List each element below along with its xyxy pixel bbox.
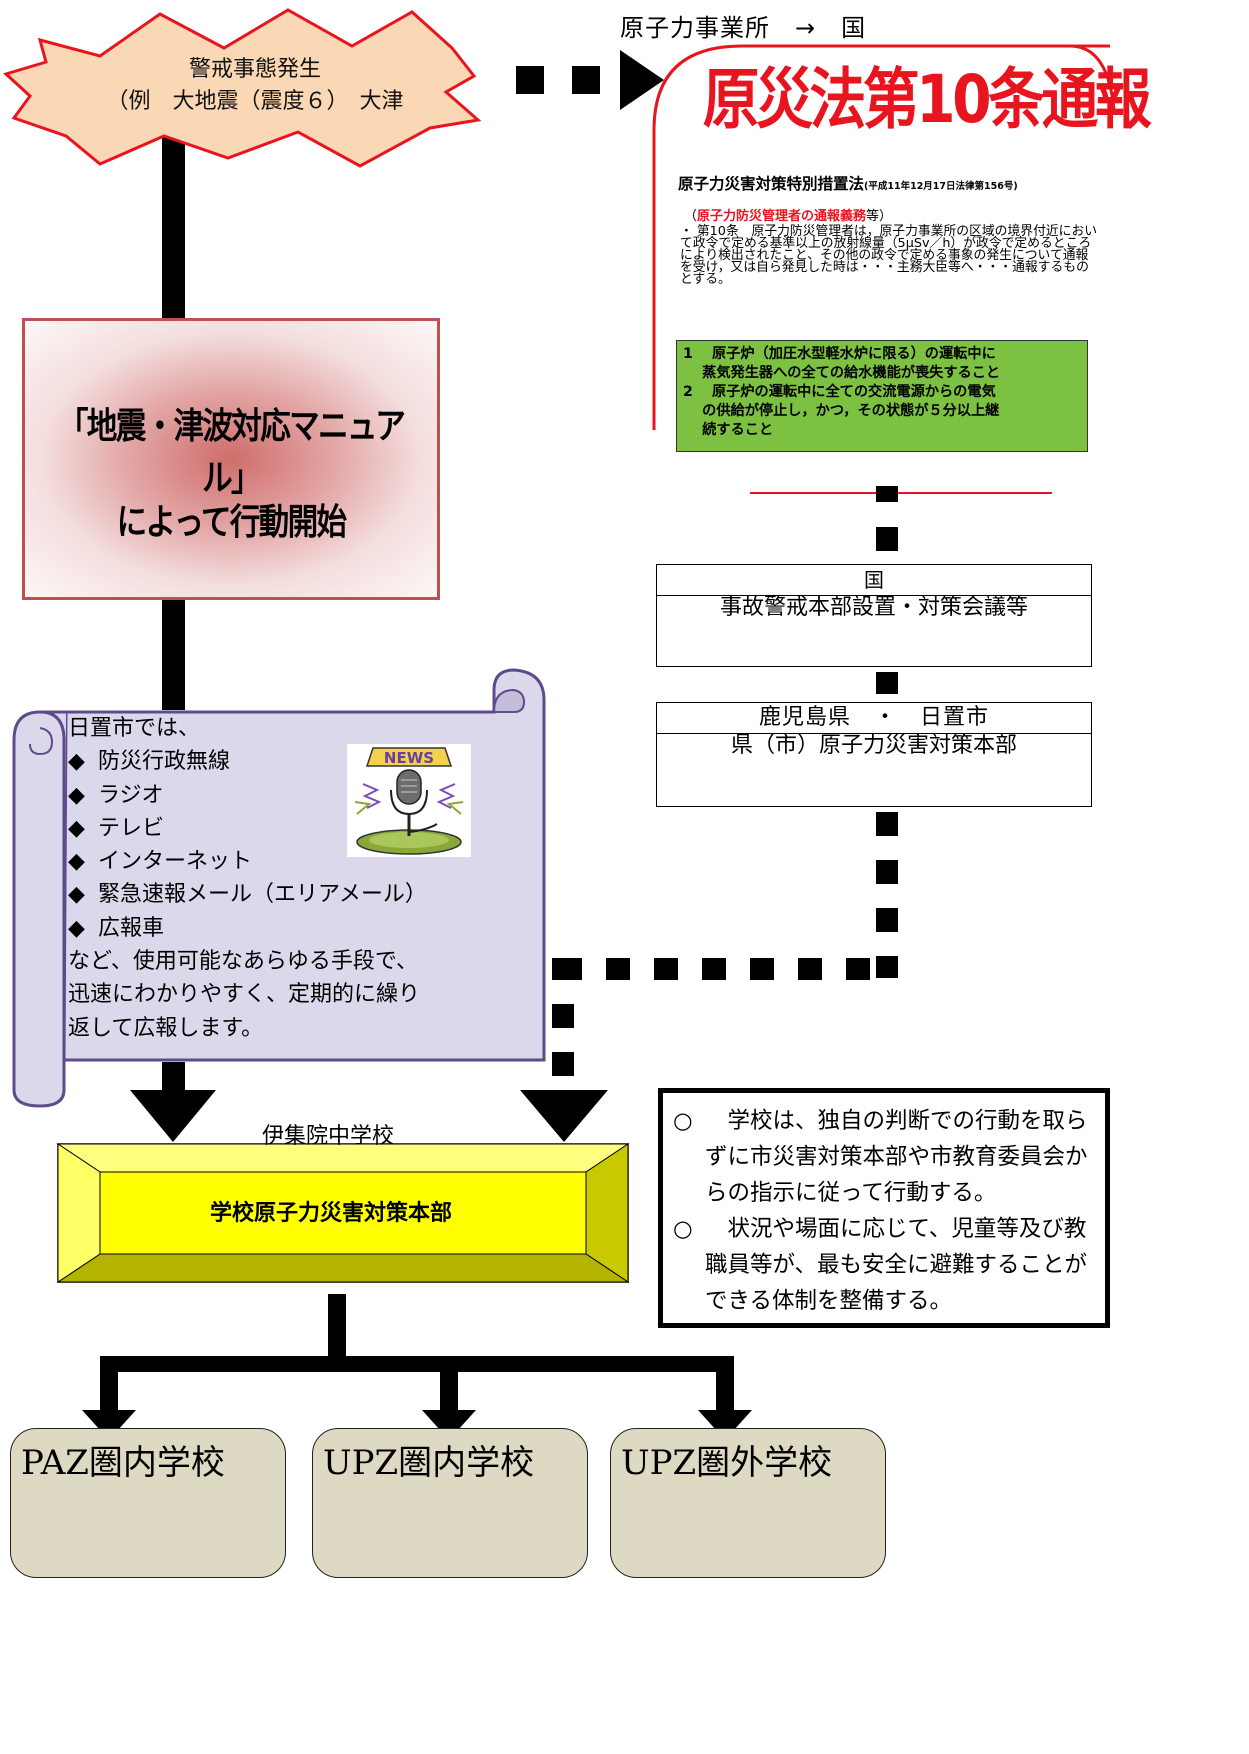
channel-item: ◆インターネット	[68, 845, 427, 878]
city-notice-intro: 日置市では、	[68, 716, 201, 741]
flow-line-alert-to-manual	[162, 130, 185, 322]
alert-starburst	[3, 8, 482, 168]
zone-box-paz: PAZ圏内学校	[10, 1428, 286, 1578]
manual-subtitle: によって行動開始	[116, 502, 347, 543]
prefecture-box: 鹿児島県 ・ 日置市 県（市）原子力災害対策本部	[656, 702, 1092, 807]
manual-action-box: 「地震・津波対応マニュアル」 によって行動開始	[22, 318, 440, 600]
city-notice-closing: など、使用可能なあらゆる手段で、	[68, 949, 419, 975]
law-article-text: ・ 第10条 原子力防災管理者は，原子力事業所の区域の境界付近において政令で定め…	[680, 224, 1098, 287]
dotted-arrow-to-law	[516, 50, 664, 110]
city-notice-closing: 返して広報します。	[68, 1015, 264, 1041]
channel-item: ◆広報車	[68, 912, 427, 945]
law-title: 原災法第10条通報	[702, 61, 1152, 138]
channel-item: ◆防災行政無線	[68, 745, 427, 778]
national-body: 事故警戒本部設置・対策会議等	[719, 595, 1028, 620]
channel-item: ◆ラジオ	[68, 779, 427, 812]
law-duty-close: 等）	[866, 209, 893, 224]
law-name: 原子力災害対策特別措置法(平成11年12月17日法律第156号)	[678, 172, 1018, 194]
law-name-note: (平成11年12月17日法律第156号)	[864, 181, 1018, 192]
channel-item: ◆テレビ	[68, 812, 427, 845]
flow-diagram-canvas	[3, 8, 1116, 1440]
school-hq-label: 学校原子力災害対策本部	[209, 1201, 452, 1226]
city-notice-text: 日置市では、 ◆防災行政無線 ◆ラジオ ◆テレビ ◆インターネット ◆緊急速報メ…	[68, 712, 427, 1045]
policy-item: ○ 状況や場面に応じて、児童等及び教職員等が、最も安全に避難することができる体制…	[673, 1211, 1097, 1319]
channel-item: ◆緊急速報メール（エリアメール）	[68, 878, 427, 911]
circle-bullet-icon: ○	[673, 1216, 693, 1242]
law-conditions-box: 1 原子炉（加圧水型軽水炉に限る）の運転中に 蒸気発生器への全ての給水機能が喪失…	[676, 340, 1088, 452]
news-microphone-icon: NEWS	[347, 744, 471, 857]
law-condition-line: の供給が停止し，かつ，その状態が５分以上継	[683, 403, 1000, 419]
dotted-line-down-to-school-right	[520, 1004, 608, 1142]
policy-item: ○ 学校は、独自の判断での行動を取らずに市災害対策本部や市教育委員会からの指示に…	[673, 1103, 1097, 1211]
route-label: 原子力事業所 → 国	[620, 14, 867, 42]
diamond-bullet-icon: ◆	[68, 815, 85, 841]
zone-box-upz-inside: UPZ圏内学校	[312, 1428, 588, 1578]
city-notice-closing: 迅速にわかりやすく、定期的に繰り	[68, 982, 421, 1008]
law-condition-line: 続すること	[683, 422, 774, 438]
flow-line-manual-to-scroll	[162, 598, 185, 710]
news-clip-word: NEWS	[384, 749, 434, 767]
diamond-bullet-icon: ◆	[68, 882, 85, 908]
national-head: 国	[657, 565, 1091, 596]
national-box: 国 事故警戒本部設置・対策会議等	[656, 564, 1092, 667]
diamond-bullet-icon: ◆	[68, 782, 85, 808]
dotted-line-horizontal-to-school	[552, 958, 870, 980]
diamond-bullet-icon: ◆	[68, 849, 85, 875]
tree-connector-to-zones	[82, 1294, 752, 1440]
diamond-bullet-icon: ◆	[68, 915, 85, 941]
prefecture-body: 県（市）原子力災害対策本部	[730, 733, 1017, 758]
circle-bullet-icon: ○	[673, 1108, 693, 1134]
law-duty-red: 原子力防災管理者の通報義務	[697, 209, 867, 224]
law-duty-heading: （原子力防災管理者の通報義務等）	[684, 205, 892, 224]
law-condition-line: 蒸気発生器への全ての給水機能が喪失すること	[683, 365, 1001, 381]
alert-text: 警戒事態発生 （例 大地震（震度６） 大津	[60, 54, 450, 118]
law-name-text: 原子力災害対策特別措置法	[678, 175, 865, 193]
dotted-line-national-to-prefecture	[876, 672, 898, 694]
policy-notice-box: ○ 学校は、独自の判断での行動を取らずに市災害対策本部や市教育委員会からの指示に…	[658, 1088, 1110, 1328]
law-condition-line: 1 原子炉（加圧水型軽水炉に限る）の運転中に	[683, 346, 996, 362]
dotted-line-prefecture-down	[876, 812, 898, 978]
flow-line-scroll-to-arrow	[162, 1062, 185, 1092]
alert-line1: 警戒事態発生	[188, 57, 321, 82]
alert-line2: （例 大地震（震度６） 大津	[106, 89, 404, 114]
manual-title: 「地震・津波対応マニュアル」	[57, 406, 406, 499]
school-hq-frame	[56, 1143, 630, 1283]
prefecture-head: 鹿児島県 ・ 日置市	[657, 703, 1091, 734]
school-name: 伊集院中学校	[261, 1124, 394, 1149]
diamond-bullet-icon: ◆	[68, 749, 85, 775]
law-duty-open: （	[684, 209, 698, 224]
zone-box-upz-outside: UPZ圏外学校	[610, 1428, 886, 1578]
law-condition-line: 2 原子炉の運転中に全ての交流電源からの電気	[683, 384, 996, 400]
arrow-down-to-school-left	[130, 1090, 216, 1142]
dotted-line-law-to-national	[876, 486, 898, 551]
law-document-outline	[652, 44, 1110, 430]
